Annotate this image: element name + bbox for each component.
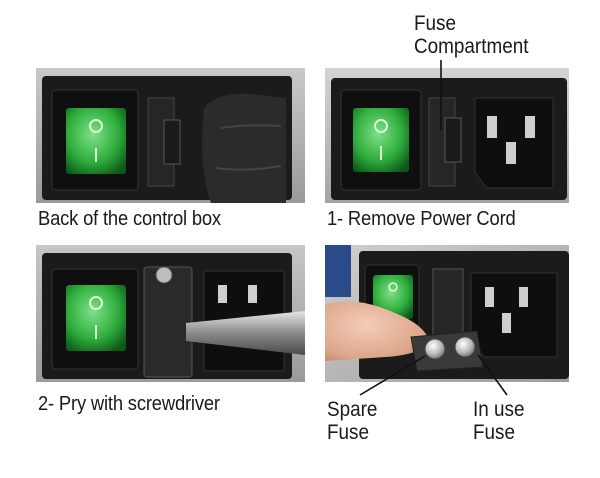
in-use-fuse-label-line1: In use (473, 398, 525, 421)
photo-remove-power-cord (325, 68, 569, 203)
photo-back-of-control-box (36, 68, 305, 203)
power-switch (66, 108, 126, 174)
spare-fuse-label-line2: Fuse (327, 421, 370, 444)
photo-spare-and-in-use-fuse (325, 245, 569, 382)
spare-fuse-label-line1: Spare (327, 398, 378, 421)
caption-back-of-control-box: Back of the control box (38, 208, 221, 230)
fuse-compartment-label: Fuse Compartment (414, 12, 528, 58)
fuse-compartment-label-line1: Fuse (414, 12, 457, 35)
fuse-compartment-label-line2: Compartment (414, 35, 529, 58)
caption-pry-with-screwdriver: 2- Pry with screwdriver (38, 393, 220, 415)
in-use-fuse-label: In use Fuse (473, 398, 524, 444)
in-use-fuse-label-line2: Fuse (473, 421, 516, 444)
caption-remove-power-cord: 1- Remove Power Cord (327, 208, 516, 230)
photo-pry-with-screwdriver (36, 245, 305, 382)
spare-fuse-label: Spare Fuse (327, 398, 377, 444)
